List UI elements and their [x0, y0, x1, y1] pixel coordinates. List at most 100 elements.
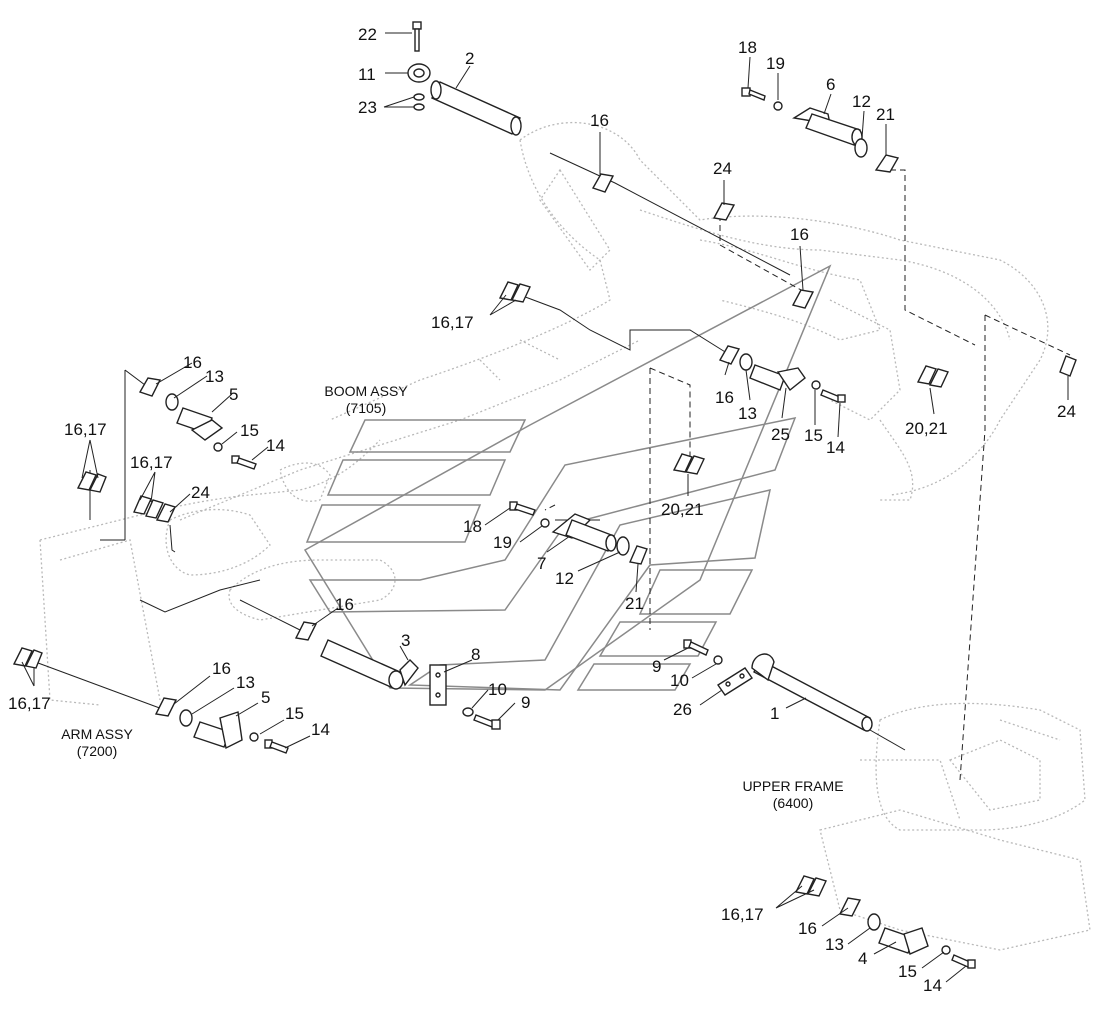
panel-plate	[348, 419, 527, 453]
upper-frame-code: (6400)	[773, 795, 813, 811]
callout-8: 8	[471, 645, 480, 664]
callout-20-21: 20,21	[661, 500, 704, 519]
callout-14: 14	[311, 720, 330, 739]
part-shim-21	[874, 154, 900, 173]
callout-19: 19	[493, 533, 512, 552]
part-pin-5	[176, 407, 224, 441]
callout-13: 13	[205, 367, 224, 386]
callout-16: 16	[798, 919, 817, 938]
callout-15: 15	[240, 421, 259, 440]
callout-16-17: 16,17	[64, 420, 107, 439]
callout-20-21: 20,21	[905, 419, 948, 438]
assembly-dashed-lines	[544, 169, 1071, 781]
callout-9: 9	[652, 657, 661, 676]
part-shim-24	[1059, 355, 1077, 377]
callout-7: 7	[537, 554, 546, 573]
callout-14: 14	[826, 438, 845, 457]
callout-9: 9	[521, 693, 530, 712]
part-shim-21	[629, 545, 648, 565]
part-bolt-9	[473, 714, 501, 730]
callout-16: 16	[212, 659, 231, 678]
callout-13: 13	[236, 673, 255, 692]
parts	[12, 21, 1077, 969]
part-boss-11	[407, 63, 431, 83]
callout-18: 18	[738, 38, 757, 57]
callout-16: 16	[715, 388, 734, 407]
panel-plate	[638, 569, 754, 615]
part-shim-16	[294, 621, 318, 641]
callout-26: 26	[673, 700, 692, 719]
part-washer-15	[249, 732, 259, 742]
part-bolt-18	[741, 87, 766, 101]
part-shim-13	[739, 353, 753, 371]
part-shim-pair-16-17	[12, 647, 43, 669]
assembly-labels: BOOM ASSY (7105) ARM ASSY (7200) UPPER F…	[61, 383, 843, 811]
callout-24: 24	[1057, 402, 1076, 421]
part-shim-16	[718, 345, 741, 365]
part-shim-pair-16-17	[498, 281, 531, 303]
part-washer-15	[213, 442, 223, 452]
callout-21: 21	[625, 594, 644, 613]
part-washer-15	[811, 380, 821, 390]
part-washer-10	[462, 707, 474, 717]
callout-11: 11	[358, 65, 376, 84]
callout-6: 6	[826, 75, 835, 94]
callout-2: 2	[465, 49, 474, 68]
panel-plate	[598, 621, 718, 657]
callout-24: 24	[713, 159, 732, 178]
callout-14: 14	[923, 976, 942, 995]
part-shim-pair-20-21	[916, 365, 949, 388]
part-washers-23	[413, 93, 425, 111]
callout-16-17: 16,17	[130, 453, 173, 472]
callout-15: 15	[804, 426, 823, 445]
panel-plate	[576, 663, 692, 691]
callout-18: 18	[463, 517, 482, 536]
callout-16-17: 16,17	[431, 313, 474, 332]
callout-13: 13	[825, 935, 844, 954]
callout-16-17: 16,17	[8, 694, 51, 713]
part-washer-10	[713, 655, 723, 665]
callout-5: 5	[261, 688, 270, 707]
part-bolt-22	[412, 21, 422, 52]
part-washer-19	[540, 518, 550, 528]
callout-14: 14	[266, 436, 285, 455]
part-plate-26	[717, 667, 753, 696]
main-cover-plate	[303, 264, 832, 691]
callout-4: 4	[858, 949, 867, 968]
callout-13: 13	[738, 404, 757, 423]
part-pin-4	[878, 927, 929, 955]
callout-15: 15	[285, 704, 304, 723]
part-shim-16	[138, 377, 162, 397]
part-shim-13	[867, 913, 881, 931]
callout-10: 10	[670, 671, 689, 690]
part-shim-16	[791, 289, 815, 309]
part-shim-16	[154, 697, 178, 717]
part-plate-8	[429, 664, 447, 706]
panel-plate	[305, 504, 482, 543]
part-bolt-18	[509, 501, 536, 516]
part-shim-13	[165, 393, 179, 411]
part-pin-6	[792, 107, 863, 146]
part-bolt-9	[683, 639, 709, 656]
callout-10: 10	[488, 680, 507, 699]
callout-12: 12	[852, 92, 871, 111]
callout-1: 1	[770, 704, 779, 723]
part-pin-3	[320, 639, 419, 690]
part-bolt-14	[951, 954, 976, 969]
part-shim-16	[838, 897, 862, 917]
boom-assy-label: BOOM ASSY	[324, 383, 408, 399]
upper-frame-label: UPPER FRAME	[742, 778, 843, 794]
part-pin-2	[430, 80, 522, 136]
part-shim-13	[179, 709, 193, 727]
arm-assy-label: ARM ASSY	[61, 726, 133, 742]
part-shim-12	[616, 536, 630, 556]
part-shim-24	[712, 202, 736, 221]
callout-labels: 22 11 23 2 18 19 6 12 21 16 24 16 16,17 …	[8, 25, 1076, 995]
arm-assy-code: (7200)	[77, 743, 117, 759]
part-shim-16	[591, 173, 615, 193]
callout-21: 21	[876, 105, 895, 124]
part-bolt-14	[264, 739, 289, 754]
callout-19: 19	[766, 54, 785, 73]
